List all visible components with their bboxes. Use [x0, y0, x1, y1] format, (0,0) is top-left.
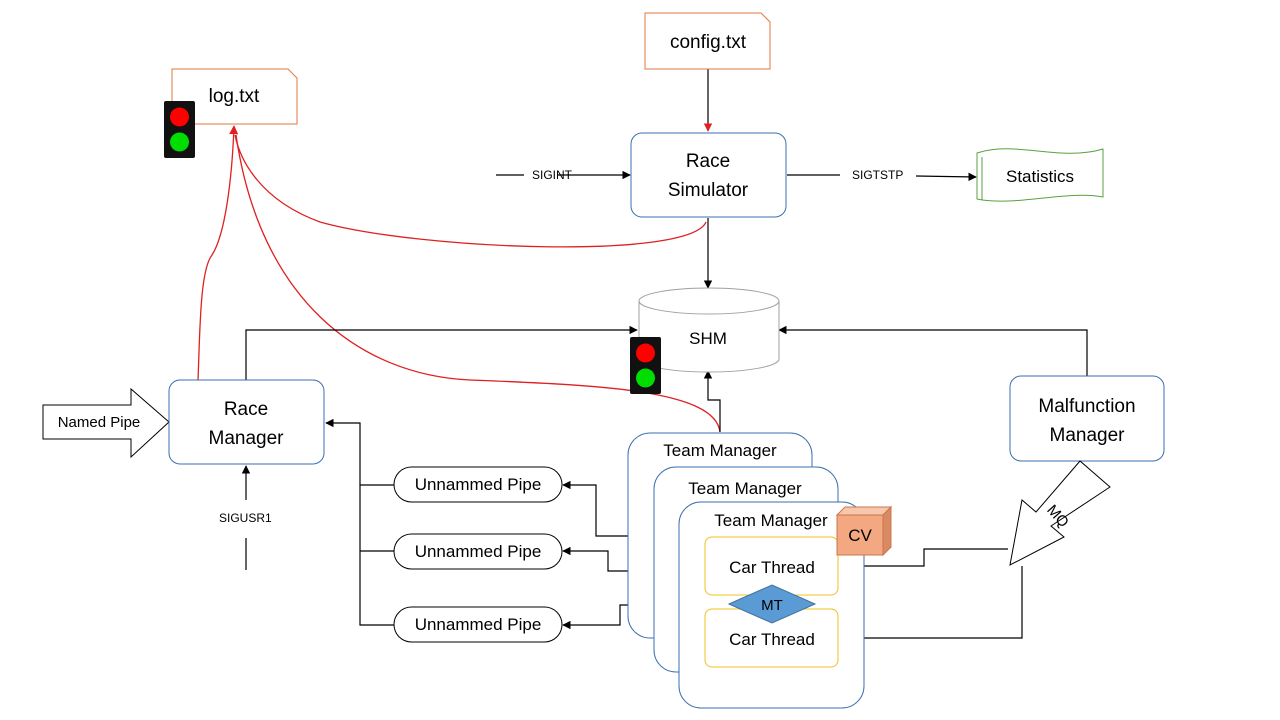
unnamed-pipe-2-label: Unnammed Pipe [415, 542, 542, 561]
config-file: config.txt [644, 12, 771, 70]
malfunction-manager-label-1: Malfunction [1038, 396, 1135, 417]
sigint-label: SIGINT [532, 168, 573, 182]
log-line-team-manager [235, 134, 721, 433]
car-thread-1-label: Car Thread [729, 558, 815, 577]
car-thread-2: Car Thread [704, 608, 839, 668]
race-simulator-label-1: Race [686, 151, 730, 172]
unnamed-pipe-3-label: Unnammed Pipe [415, 615, 542, 634]
log-connections [197, 125, 721, 433]
cv-cube: CV [835, 505, 893, 557]
bus-to-race-manager-arrow [325, 418, 361, 485]
mt-diamond: MT [727, 584, 817, 624]
mq-to-car1-arrow [839, 548, 1008, 571]
team-manager-1-label: Team Manager [663, 441, 777, 460]
named-pipe-label: Named Pipe [58, 414, 141, 431]
connections [241, 69, 1088, 643]
race-manager-label-2: Manager [209, 428, 285, 449]
shm-label: SHM [689, 329, 727, 348]
shm-cylinder: SHM [638, 287, 780, 373]
unnamed-pipe-3: Unnammed Pipe [393, 606, 563, 643]
named-pipe-arrow: Named Pipe [42, 387, 170, 459]
malfunction-manager-box: Malfunction Manager [1009, 375, 1165, 462]
team-manager-2-label: Team Manager [688, 479, 802, 498]
race-manager-label-1: Race [224, 399, 268, 420]
log-line-race-manager [197, 125, 239, 381]
sigtstp-label: SIGTSTP [852, 168, 903, 182]
team-manager-to-shm-arrow [703, 370, 721, 432]
race-manager-to-shm-arrow [245, 325, 638, 380]
malfunction-manager-label-2: Manager [1050, 425, 1126, 446]
malfunction-to-shm-arrow [778, 325, 1088, 376]
unnamed-pipe-1-label: Unnammed Pipe [415, 475, 542, 494]
sigusr1-label: SIGUSR1 [219, 511, 272, 525]
tm1-to-pipe1-arrow [562, 480, 628, 537]
statistics-document: Statistics [976, 148, 1104, 202]
log-line-race-simulator [234, 134, 707, 248]
unnamed-pipe-1: Unnammed Pipe [393, 466, 563, 503]
config-file-label: config.txt [670, 32, 747, 53]
cv-label: CV [848, 526, 872, 545]
log-semaphore-icon [164, 101, 195, 158]
mt-label: MT [761, 597, 783, 614]
sigtstp-arrow [915, 172, 977, 182]
statistics-label: Statistics [1006, 167, 1074, 186]
mq-to-car2-arrow [839, 566, 1023, 643]
shm-semaphore-icon [630, 337, 661, 394]
mq-arrow: MQ [1009, 460, 1111, 566]
race-manager-box: Race Manager [168, 379, 325, 465]
car-thread-2-label: Car Thread [729, 630, 815, 649]
unnamed-pipe-2: Unnammed Pipe [393, 533, 563, 570]
car-thread-1: Car Thread [704, 536, 839, 596]
race-simulator-label-2: Simulator [668, 180, 749, 201]
unnamed-pipes-to-race-manager-bus [359, 484, 394, 626]
team-manager-3-label: Team Manager [714, 511, 828, 530]
race-simulator-box: Race Simulator [630, 132, 787, 218]
log-file-label: log.txt [209, 86, 260, 107]
